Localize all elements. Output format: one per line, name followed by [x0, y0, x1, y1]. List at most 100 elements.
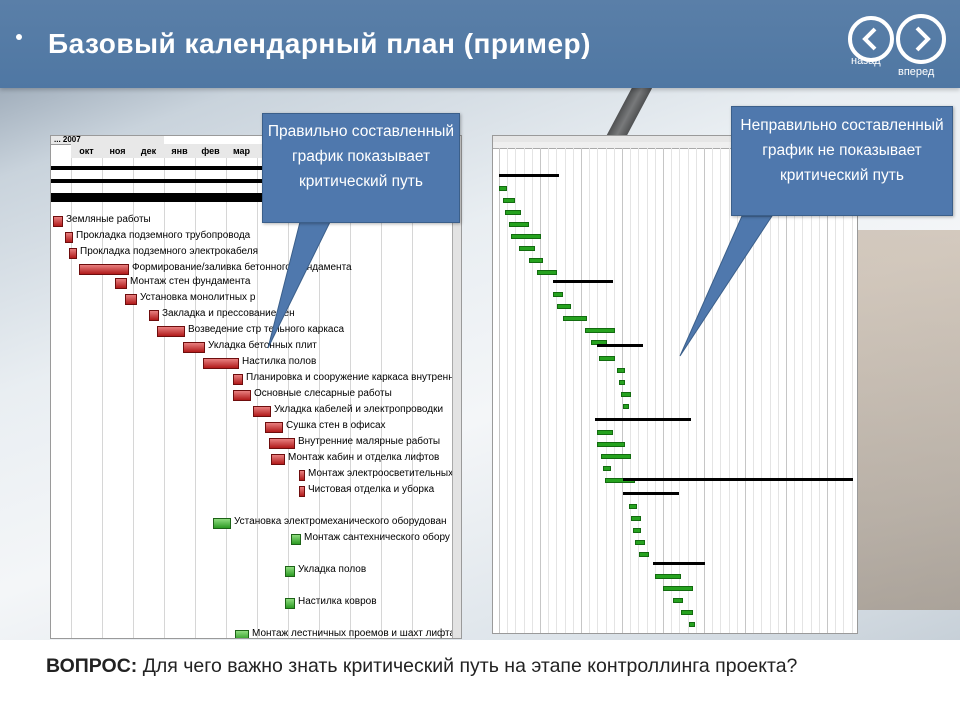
title-bullet	[16, 34, 22, 40]
gantt-task-bar[interactable]	[233, 374, 243, 385]
gantt-task-bar[interactable]	[299, 486, 305, 497]
gantt-task-bar[interactable]	[213, 518, 231, 529]
gridline	[540, 148, 541, 633]
gantt-summary-bar[interactable]	[623, 478, 853, 481]
gridline	[736, 148, 738, 633]
gridline	[769, 148, 771, 633]
gantt-task-label: Сушка стен в офисах	[286, 420, 386, 431]
gridline	[605, 148, 607, 633]
back-button[interactable]	[848, 16, 894, 62]
gantt-task-bar[interactable]	[537, 270, 557, 275]
gantt-task-bar[interactable]	[633, 528, 641, 533]
gridline	[195, 158, 196, 638]
gantt-task-bar[interactable]	[505, 210, 521, 215]
gantt-task-bar[interactable]	[285, 598, 295, 609]
gantt-task-bar[interactable]	[115, 278, 127, 289]
gridline	[581, 148, 582, 633]
gridline	[720, 148, 722, 633]
gantt-summary-bar[interactable]	[553, 280, 613, 283]
gridline	[835, 148, 837, 633]
gridline	[679, 148, 681, 633]
gantt-task-bar[interactable]	[253, 406, 271, 417]
gantt-summary-bar[interactable]	[597, 344, 643, 347]
gantt-task-bar[interactable]	[511, 234, 541, 239]
gantt-task-bar[interactable]	[599, 356, 615, 361]
gantt-summary-bar[interactable]	[595, 418, 691, 421]
gantt-task-bar[interactable]	[655, 574, 681, 579]
gantt-task-bar[interactable]	[183, 342, 205, 353]
gantt-task-bar[interactable]	[585, 328, 615, 333]
gantt-task-bar[interactable]	[271, 454, 285, 465]
gantt-task-bar[interactable]	[619, 380, 625, 385]
gridline	[515, 148, 517, 633]
gantt-task-bar[interactable]	[157, 326, 185, 337]
question-prefix: ВОПРОС:	[46, 655, 138, 677]
forward-label[interactable]: вперед	[898, 66, 935, 78]
gridline	[133, 158, 134, 638]
gantt-task-bar[interactable]	[689, 622, 695, 627]
gantt-task-bar[interactable]	[265, 422, 283, 433]
chevron-right-icon	[915, 26, 931, 52]
gantt-task-bar[interactable]	[639, 552, 649, 557]
gantt-task-bar[interactable]	[519, 246, 535, 251]
gantt-task-bar[interactable]	[635, 540, 645, 545]
chevron-left-icon	[862, 27, 877, 51]
gantt-task-bar[interactable]	[69, 248, 77, 259]
gantt-task-bar[interactable]	[299, 470, 305, 481]
gantt-task-bar[interactable]	[631, 516, 641, 521]
gantt-task-bar[interactable]	[663, 586, 693, 591]
gantt-task-bar[interactable]	[629, 504, 637, 509]
gridline	[810, 148, 812, 633]
gantt-task-bar[interactable]	[285, 566, 295, 577]
slide-header: Базовый календарный план (пример) назад …	[0, 0, 960, 88]
gantt-summary-bar[interactable]	[499, 174, 559, 177]
gantt-task-bar[interactable]	[597, 442, 625, 447]
gridline	[654, 148, 656, 633]
gantt-task-bar[interactable]	[65, 232, 73, 243]
gantt-task-bar[interactable]	[53, 216, 63, 227]
gantt-task-bar[interactable]	[203, 358, 239, 369]
gridline	[523, 148, 525, 633]
gantt-task-bar[interactable]	[529, 258, 543, 263]
gridline	[257, 158, 258, 638]
gantt-task-bar[interactable]	[557, 304, 571, 309]
gantt-task-bar[interactable]	[597, 430, 613, 435]
gridline	[499, 148, 500, 633]
gridline	[695, 148, 697, 633]
gantt-task-bar[interactable]	[553, 292, 563, 297]
gantt-summary-bar[interactable]	[623, 492, 679, 495]
gantt-task-bar[interactable]	[617, 368, 625, 373]
gantt-task-label: Укладка бетонных плит	[208, 340, 317, 351]
gantt-task-bar[interactable]	[499, 186, 507, 191]
gridline	[226, 158, 227, 638]
gantt-summary-bar[interactable]	[653, 562, 705, 565]
gantt-task-bar[interactable]	[681, 610, 693, 615]
gantt-task-bar[interactable]	[603, 466, 611, 471]
gantt-task-label: Монтаж стен фундамента	[130, 276, 251, 287]
gantt-task-bar[interactable]	[79, 264, 129, 275]
gantt-task-bar[interactable]	[149, 310, 159, 321]
gantt-task-label: Чистовая отделка и уборка	[308, 484, 435, 495]
gantt-task-bar[interactable]	[503, 198, 515, 203]
gantt-task-bar[interactable]	[269, 438, 295, 449]
gantt-task-bar[interactable]	[673, 598, 683, 603]
gantt-task-bar[interactable]	[233, 390, 251, 401]
gantt-task-bar[interactable]	[623, 404, 629, 409]
gantt-task-bar[interactable]	[601, 454, 631, 459]
gantt-task-bar[interactable]	[621, 392, 631, 397]
gridline	[818, 148, 820, 633]
back-label[interactable]: назад	[851, 55, 881, 67]
forward-button[interactable]	[896, 14, 946, 64]
gantt-task-bar[interactable]	[509, 222, 529, 227]
gantt-task-bar[interactable]	[125, 294, 137, 305]
gridline	[704, 148, 705, 633]
gantt-task-bar[interactable]	[235, 630, 249, 638]
gantt-task-bar[interactable]	[563, 316, 587, 321]
gridline	[638, 148, 640, 633]
gridline	[350, 158, 351, 638]
vertical-scrollbar[interactable]	[452, 136, 461, 638]
gridline	[288, 158, 289, 638]
gantt-task-bar[interactable]	[291, 534, 301, 545]
gantt-task-label: Установка электромеханического оборудова…	[234, 516, 447, 527]
gantt-task-label: Земляные работы	[66, 214, 151, 225]
